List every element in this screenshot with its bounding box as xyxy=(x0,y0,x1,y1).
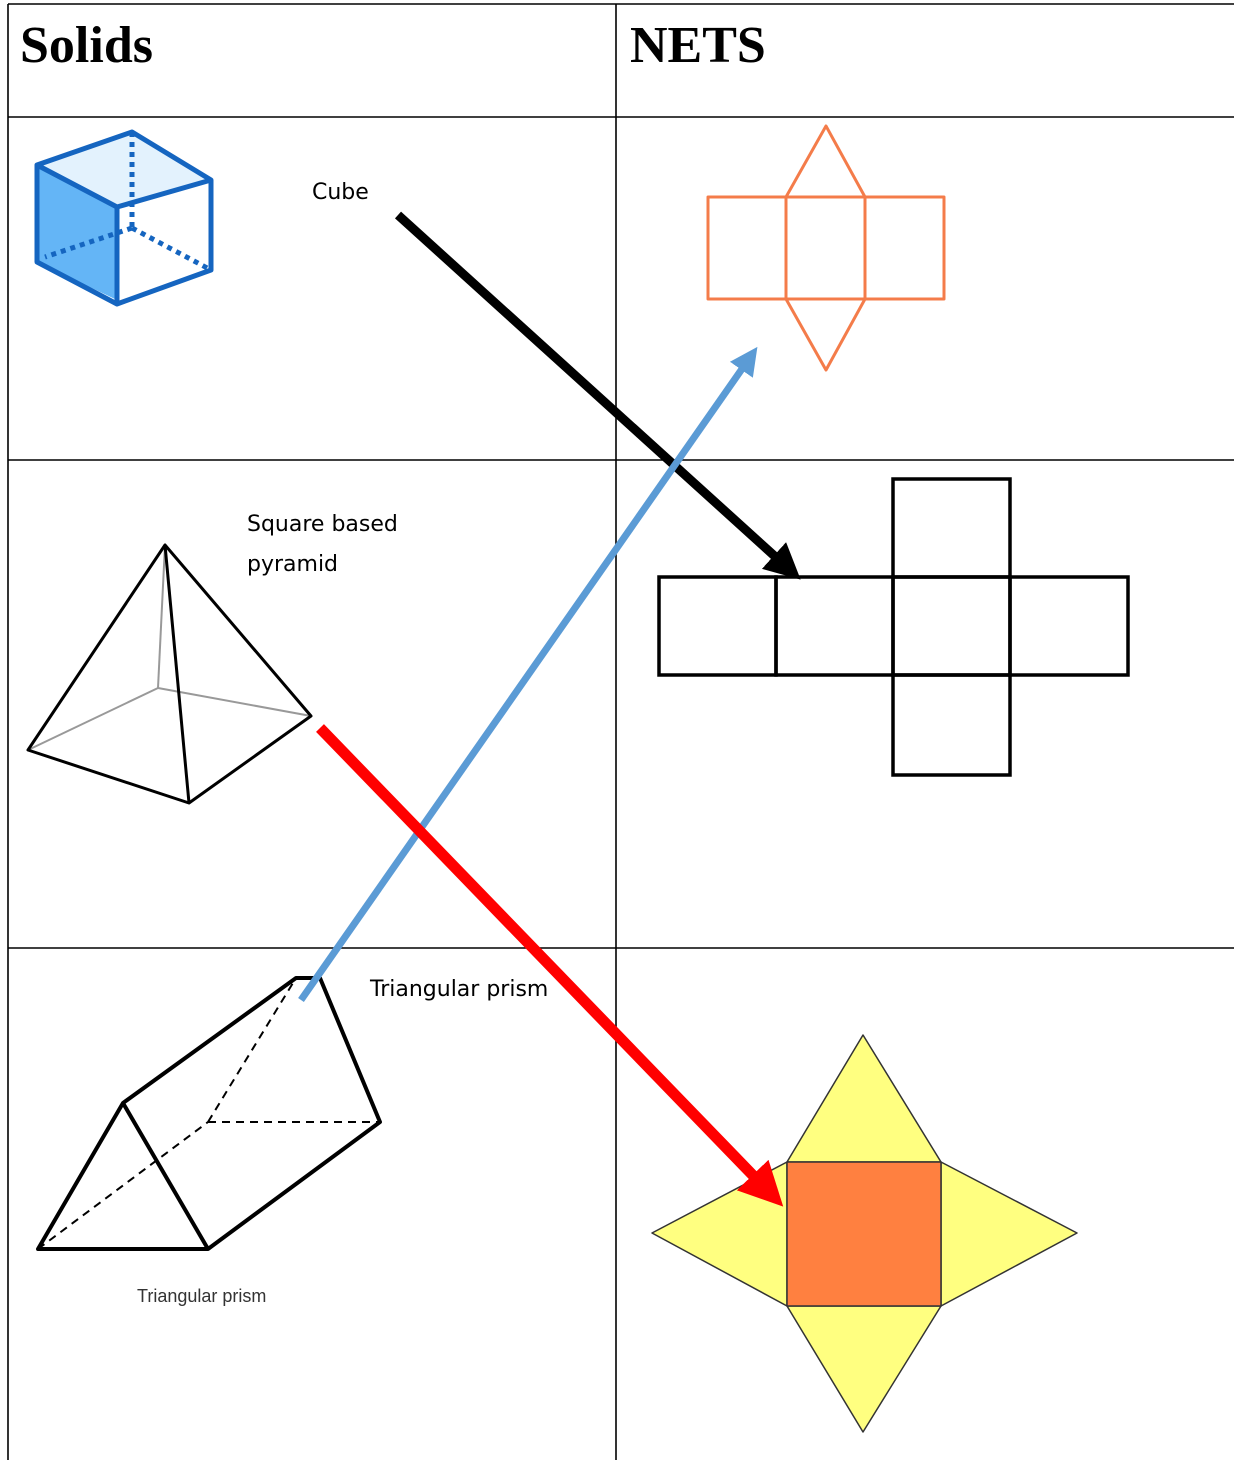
label-cube: Cube xyxy=(312,180,369,205)
pyramid-front-edge xyxy=(163,544,191,804)
arrow-cube-to-net xyxy=(394,211,801,580)
prism-image-caption: Triangular prism xyxy=(137,1286,266,1306)
pyramid-hidden-edge-right xyxy=(157,687,312,717)
header-solids: Solids xyxy=(20,17,153,74)
cube-hidden-edge-right xyxy=(130,225,213,273)
cube-net-square-2 xyxy=(774,575,895,677)
prism-hidden-edge-apex xyxy=(207,977,297,1123)
prism-net-rect-middle xyxy=(784,195,867,301)
triangular-prism-solid xyxy=(36,976,382,1251)
prism-net-rect-right xyxy=(863,195,946,301)
pyramid-net-square-base xyxy=(786,1161,942,1307)
pyramid-net-triangle-right xyxy=(940,1161,1078,1307)
prism-net-rect-left xyxy=(706,195,788,301)
pyramid-hidden-edge-apex xyxy=(157,544,166,689)
cube-net-square-top xyxy=(891,477,1012,579)
arrow-prism-to-net xyxy=(298,346,758,1003)
pyramid-net-triangle-top xyxy=(786,1034,942,1163)
cube-solid xyxy=(34,129,214,307)
prism-net-triangle-bottom xyxy=(784,297,867,372)
prism-net-triangle-top xyxy=(784,124,867,199)
label-pyramid-line1: Square based xyxy=(247,512,398,537)
pyramid-hidden-edge-left xyxy=(27,687,159,751)
header-nets: NETS xyxy=(630,17,766,74)
prism-front-edge xyxy=(121,1101,210,1251)
cube-net-square-3 xyxy=(891,575,1012,677)
label-pyramid-line2: pyramid xyxy=(247,552,338,577)
cube-net-square-4 xyxy=(1008,575,1130,677)
label-prism: Triangular prism xyxy=(369,977,548,1002)
pyramid-net-triangle-bottom xyxy=(786,1305,942,1433)
square-pyramid-solid xyxy=(26,543,313,805)
arrow-pyramid-to-net xyxy=(316,724,784,1207)
triangular-prism-net xyxy=(706,124,946,372)
square-pyramid-net xyxy=(651,1034,1078,1433)
table-grid xyxy=(7,3,1234,1460)
cube-net xyxy=(657,477,1130,777)
cube-net-square-1 xyxy=(657,575,778,677)
prism-outline xyxy=(36,976,382,1251)
cube-net-square-bottom xyxy=(891,673,1012,777)
prism-hidden-edge-base xyxy=(37,1121,209,1250)
